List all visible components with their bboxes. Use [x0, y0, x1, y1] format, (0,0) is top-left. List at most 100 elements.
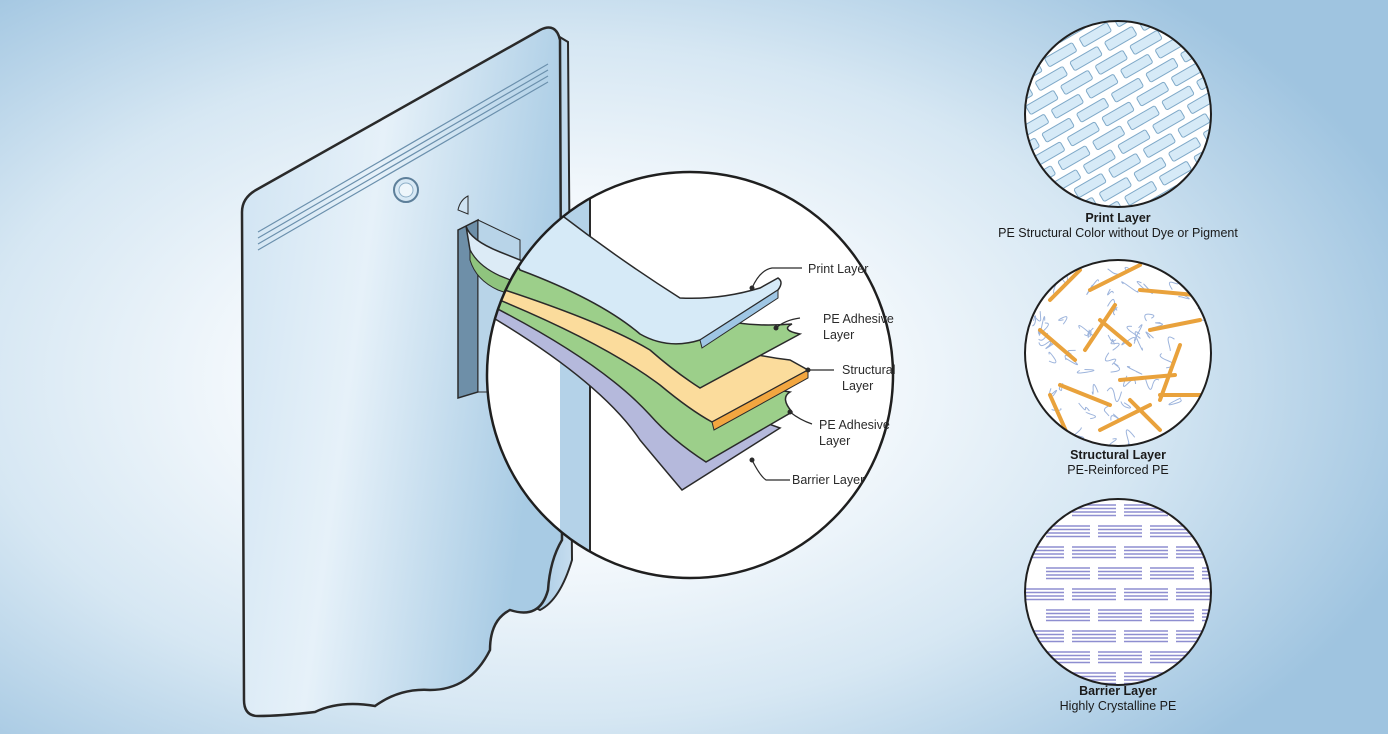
brick — [1104, 26, 1137, 51]
reinforcing-fiber — [1083, 303, 1117, 352]
polymer-chain — [1126, 325, 1141, 339]
brick — [880, 119, 913, 144]
polymer-chain — [1038, 340, 1052, 347]
brick — [1209, 168, 1243, 194]
brick — [1291, 29, 1324, 54]
brick — [1224, 0, 1246, 19]
brick — [894, 222, 927, 247]
label-structural: Structural — [842, 363, 896, 377]
brick — [912, 174, 945, 199]
brick — [896, 146, 929, 171]
polymer-chain — [1178, 292, 1190, 300]
polymer-chain — [1103, 405, 1110, 417]
brick — [935, 253, 968, 278]
brick — [1085, 74, 1119, 99]
brick — [1011, 265, 1044, 290]
polymer-chain — [1078, 402, 1090, 412]
brick — [906, 122, 939, 147]
brick — [1199, 0, 1232, 15]
brick — [1092, 125, 1125, 150]
brick — [990, 82, 1008, 107]
brick — [1237, 97, 1246, 122]
brick — [924, 75, 957, 100]
polymer-chain — [1048, 351, 1057, 364]
brick — [1247, 73, 1280, 98]
brick — [1332, 61, 1365, 86]
brick — [1164, 10, 1197, 35]
brick — [1228, 121, 1246, 146]
brick — [1284, 0, 1317, 2]
brick — [926, 277, 959, 302]
label-structural-line2: Layer — [842, 379, 873, 393]
brick — [950, 79, 983, 104]
polymer-chain — [1110, 362, 1121, 373]
polymer-chain — [1107, 268, 1119, 275]
brick — [1175, 188, 1208, 214]
brick — [960, 257, 993, 282]
brick — [1117, 129, 1151, 154]
brick — [1323, 85, 1356, 110]
brick — [1099, 177, 1132, 202]
caption-print-layer-subtitle: PE Structural Color without Dye or Pigme… — [998, 226, 1238, 240]
reinforcing-fiber — [1048, 268, 1082, 302]
caption-structural-layer: Structural Layer PE-Reinforced PE — [958, 448, 1278, 478]
brick — [1044, 42, 1077, 67]
polymer-chain — [1059, 265, 1068, 277]
reinforcing-fiber — [1038, 328, 1077, 362]
label-pe-adhesive-1-line2: Layer — [823, 328, 854, 342]
brick — [1279, 129, 1312, 154]
brick — [903, 198, 936, 223]
brick — [830, 111, 863, 136]
brick — [1136, 81, 1169, 107]
reinforcing-fiber — [1158, 343, 1182, 402]
brick — [1123, 0, 1156, 3]
brick — [855, 115, 888, 140]
polymer-chain — [1168, 397, 1182, 406]
polymer-chain — [1120, 401, 1132, 409]
reinforcing-fiber — [1138, 288, 1197, 297]
brick — [1037, 0, 1071, 16]
caption-barrier-layer-subtitle: Highly Crystalline PE — [1059, 699, 1177, 713]
polymer-chain — [1167, 336, 1175, 352]
brick — [1083, 149, 1116, 174]
brick — [1307, 57, 1340, 82]
brick — [1060, 70, 1093, 95]
brick — [1256, 49, 1289, 74]
brick — [940, 102, 973, 127]
brick — [1079, 22, 1112, 47]
brick — [990, 54, 992, 80]
brick — [956, 130, 989, 155]
polymer-chain — [1033, 293, 1043, 297]
polymer-chain — [1145, 331, 1154, 339]
brick — [890, 95, 923, 120]
brick — [1028, 14, 1061, 40]
caption-structural-layer-title: Structural Layer — [1070, 448, 1166, 462]
brick — [1219, 145, 1246, 170]
brick — [976, 285, 1009, 310]
polymer-chain — [1108, 438, 1118, 446]
caption-barrier-layer-title: Barrier Layer — [1079, 684, 1157, 698]
brick — [1073, 173, 1107, 198]
brick — [915, 99, 948, 124]
brick — [986, 261, 1019, 286]
brick — [1304, 133, 1337, 158]
brick — [1177, 113, 1211, 138]
reinforcing-fiber — [1058, 383, 1112, 407]
brick — [991, 110, 1024, 135]
structural-layer-detail — [1024, 259, 1212, 447]
polymer-chain — [1058, 316, 1068, 325]
brick — [922, 150, 955, 175]
brick — [1148, 0, 1181, 7]
brick — [1101, 101, 1135, 127]
polymer-chain — [1038, 316, 1046, 336]
polymer-chain — [1084, 330, 1092, 338]
brick — [1046, 245, 1079, 270]
polymer-chain — [1076, 368, 1095, 374]
brick — [1272, 77, 1305, 102]
brick — [1076, 98, 1109, 123]
brick — [1288, 105, 1321, 130]
brick — [1298, 81, 1331, 106]
polymer-chain — [1037, 322, 1049, 335]
brick — [1339, 113, 1372, 138]
